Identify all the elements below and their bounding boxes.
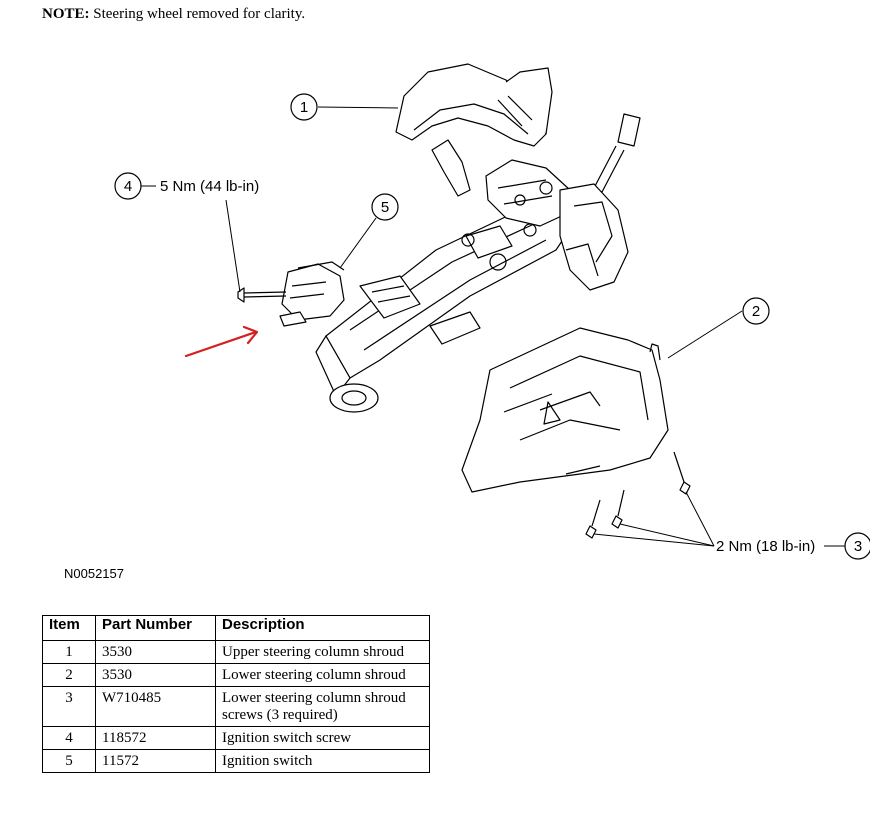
note-text: Steering wheel removed for clarity. — [93, 6, 306, 22]
table-row: 4 118572 Ignition switch screw — [42, 726, 430, 750]
callout-2-circle — [742, 297, 770, 325]
header-description: Description — [215, 615, 430, 641]
row-part-number: 3530 — [95, 663, 216, 687]
row-description: Ignition switch screw — [215, 726, 430, 750]
callout-3-label: 3 — [854, 538, 862, 555]
steering-column-diagram: 1 2 3 4 5 5 Nm (44 lb-in) 2 Nm (18 lb-in… — [114, 63, 870, 560]
ignition-screw-drawing — [237, 287, 245, 303]
parts-table: Item Part Number Description 1 3530 Uppe… — [42, 615, 430, 773]
callout-4-circle — [114, 172, 142, 200]
row-item: 2 — [42, 663, 96, 687]
row-description: Lower steering column shroud — [215, 663, 430, 687]
header-part-number: Part Number — [95, 615, 216, 641]
table-row: 3 W710485 Lower steering column shroud s… — [42, 686, 430, 727]
callout-2-label: 2 — [752, 303, 760, 320]
note-label: NOTE: — [42, 6, 90, 22]
torque-label-item-3: 2 Nm (18 lb-in) — [716, 538, 815, 555]
torque-label-item-4: 5 Nm (44 lb-in) — [160, 178, 259, 195]
row-item: 1 — [42, 640, 96, 664]
row-part-number: 11572 — [95, 749, 216, 773]
table-row: 5 11572 Ignition switch — [42, 749, 430, 773]
header-item: Item — [42, 615, 96, 641]
callout-5-label: 5 — [381, 199, 389, 216]
row-description: Ignition switch — [215, 749, 430, 773]
row-part-number: 118572 — [95, 726, 216, 750]
row-item: 5 — [42, 749, 96, 773]
ignition-switch-drawing — [281, 263, 345, 321]
figure-id: N0052157 — [64, 566, 124, 581]
table-row: 1 3530 Upper steering column shroud — [42, 640, 430, 664]
callout-4-label: 4 — [124, 178, 132, 195]
callout-5-circle — [371, 193, 399, 221]
annotation-arrow — [184, 325, 259, 358]
row-part-number: W710485 — [95, 686, 216, 727]
callout-1-circle — [290, 93, 318, 121]
callout-1-label: 1 — [300, 99, 308, 116]
table-row: 2 3530 Lower steering column shroud — [42, 663, 430, 687]
row-part-number: 3530 — [95, 640, 216, 664]
row-description: Lower steering column shroud screws (3 r… — [215, 686, 430, 727]
table-header-row: Item Part Number Description — [42, 615, 430, 641]
note-line: NOTE: Steering wheel removed for clarity… — [42, 6, 305, 23]
row-item: 4 — [42, 726, 96, 750]
row-description: Upper steering column shroud — [215, 640, 430, 664]
row-item: 3 — [42, 686, 96, 727]
lower-shroud-drawing — [461, 327, 669, 493]
